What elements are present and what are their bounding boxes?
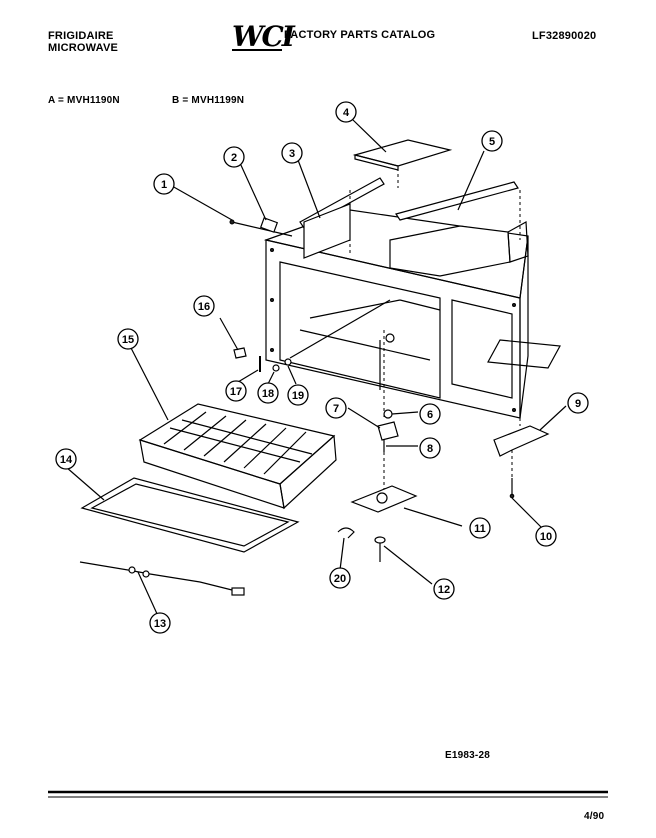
svg-text:15: 15 — [122, 334, 134, 346]
svg-text:10: 10 — [540, 531, 552, 543]
top-panel-assembly — [303, 190, 529, 277]
cabinet-frame — [263, 209, 561, 419]
part-11-plate — [350, 485, 418, 513]
diagram-code: E1983-28 — [445, 750, 490, 761]
svg-text:14: 14 — [60, 454, 73, 466]
callout-1: 1 — [153, 173, 175, 195]
callout-9: 9 — [567, 392, 589, 414]
product-type: MICROWAVE — [48, 42, 119, 54]
callout-6: 6 — [419, 403, 441, 425]
callout-17: 17 — [225, 380, 247, 402]
svg-text:1: 1 — [161, 179, 167, 191]
part-7-motor — [377, 330, 399, 441]
svg-text:13: 13 — [154, 618, 166, 630]
callout-8: 8 — [419, 437, 441, 459]
model-a-label: A = MVH1190N — [48, 95, 120, 106]
svg-text:17: 17 — [230, 386, 242, 398]
revision-date: 4/90 — [584, 811, 605, 822]
svg-text:6: 6 — [427, 409, 433, 421]
svg-text:2: 2 — [231, 152, 237, 164]
callout-10: 10 — [535, 525, 557, 547]
svg-text:20: 20 — [334, 573, 346, 585]
callout-15: 15 — [117, 328, 139, 350]
callout-4: 4 — [335, 101, 357, 123]
part-14-tray — [80, 477, 300, 553]
callout-7: 7 — [325, 397, 347, 419]
leader-lines — [65, 118, 567, 617]
callout-5: 5 — [481, 130, 503, 152]
svg-text:19: 19 — [292, 390, 304, 402]
svg-text:8: 8 — [427, 443, 433, 455]
svg-text:7: 7 — [333, 403, 339, 415]
part-13-cord — [79, 561, 245, 596]
callout-14: 14 — [55, 448, 77, 470]
part-19-screw — [284, 299, 391, 366]
svg-text:3: 3 — [289, 148, 295, 160]
model-b-label: B = MVH1199N — [172, 95, 245, 106]
part-1-pin — [229, 219, 293, 237]
part-5-bar — [395, 181, 519, 221]
svg-text:12: 12 — [438, 584, 450, 596]
svg-text:4: 4 — [343, 107, 350, 119]
wci-logo: WCI — [232, 20, 295, 53]
part-2-latch — [259, 217, 279, 233]
svg-text:16: 16 — [198, 301, 210, 313]
part-20-clip — [337, 527, 355, 539]
callout-12: 12 — [433, 578, 455, 600]
svg-text:11: 11 — [474, 523, 486, 535]
callout-2: 2 — [223, 146, 245, 168]
part-18-washer — [272, 364, 280, 372]
svg-text:18: 18 — [262, 388, 274, 400]
svg-text:9: 9 — [575, 398, 581, 410]
callout-16: 16 — [193, 295, 215, 317]
callout-19: 19 — [287, 384, 309, 406]
callout-20: 20 — [329, 567, 351, 589]
catalog-part-number: LF32890020 — [532, 30, 597, 42]
callout-18: 18 — [257, 382, 279, 404]
part-16-clip — [219, 317, 247, 359]
callout-13: 13 — [149, 612, 171, 634]
part-15-rack — [138, 403, 337, 510]
part-4-cover-plate — [352, 139, 453, 188]
catalog-title: FACTORY PARTS CATALOG — [284, 29, 436, 41]
part-10-screw — [509, 478, 515, 499]
callout-3: 3 — [281, 142, 303, 164]
svg-text:5: 5 — [489, 136, 495, 148]
part-12-screw — [374, 536, 386, 562]
brand-name: FRIGIDAIRE — [48, 30, 114, 42]
callout-11: 11 — [469, 517, 491, 539]
